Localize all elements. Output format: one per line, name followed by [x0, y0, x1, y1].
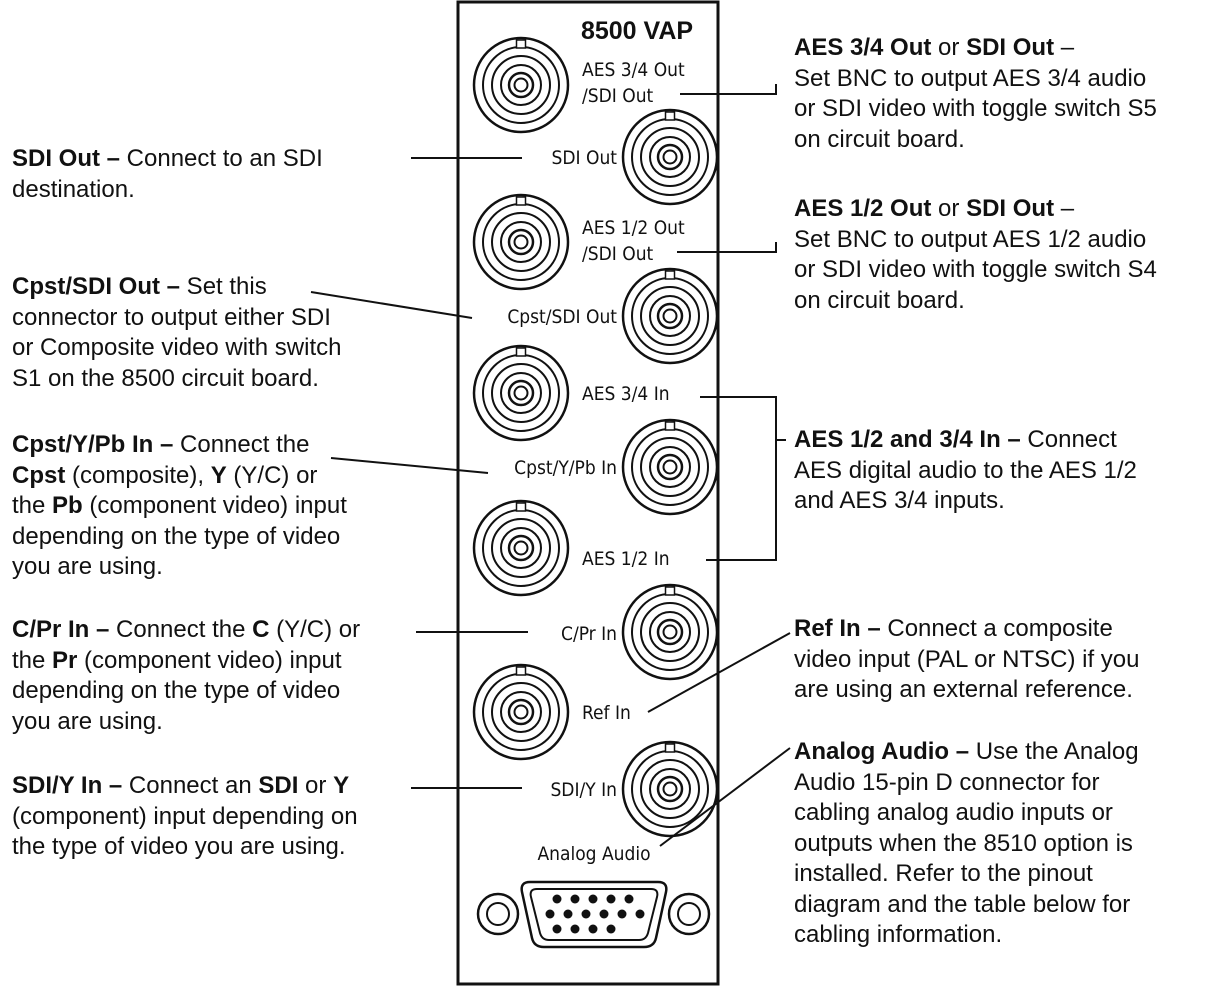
label-sdi-out: SDI Out [552, 147, 618, 169]
callout-analog-audio: Analog Audio – Use the Analog Audio 15-p… [794, 738, 1139, 948]
bnc-connector-aes34-out [472, 36, 570, 134]
bnc-connector-c-pr-in [621, 583, 719, 681]
label-aes34-out-line2: /SDI Out [582, 85, 654, 107]
analog-audio-d-connector [476, 880, 711, 949]
bnc-connector-aes12-in [472, 499, 570, 597]
callout-aes-in: AES 1/2 and 3/4 In – Connect AES digital… [794, 426, 1137, 514]
panel-outline [456, 0, 720, 986]
bnc-connector-aes34-in [472, 344, 570, 442]
leader-line-ref-in [647, 632, 791, 713]
bnc-connector-cpst-sdi-out [621, 267, 719, 365]
leader-line-aes34-out [680, 84, 777, 95]
leader-line-aes12-out [677, 242, 777, 253]
callout-c-pr-in: C/Pr In – Connect the C (Y/C) or the Pr … [12, 616, 361, 735]
panel-title: 8500 VAP [581, 17, 693, 45]
label-aes12-out-line1: AES 1/2 Out [582, 217, 685, 239]
callout-aes34-out: AES 3/4 Out or SDI Out – Set BNC to outp… [794, 34, 1157, 153]
label-aes12-out-line2: /SDI Out [582, 243, 654, 265]
callout-aes12-out: AES 1/2 Out or SDI Out – Set BNC to outp… [794, 195, 1157, 314]
label-analog-audio: Analog Audio [537, 843, 650, 865]
label-cpst-y-pb-in: Cpst/Y/Pb In [514, 457, 617, 479]
label-c-pr-in: C/Pr In [561, 623, 617, 645]
label-aes12-in: AES 1/2 In [582, 548, 670, 570]
leader-line-analog-audio [659, 747, 791, 847]
callout-cpst-sdi-out-heading: Cpst/SDI Out – [12, 273, 181, 300]
label-ref-in: Ref In [582, 702, 631, 724]
callout-sdi-out-heading: SDI Out – [12, 145, 121, 172]
callout-sdi-y-in: SDI/Y In – Connect an SDI or Y (componen… [12, 772, 358, 860]
callout-cpst-y-pb-in: Cpst/Y/Pb In – Connect the Cpst (composi… [12, 431, 347, 580]
callout-cpst-sdi-out: Cpst/SDI Out – Set this connector to out… [12, 273, 342, 392]
bnc-connector-ref-in [472, 663, 570, 761]
leader-line-cpst-sdi-out [310, 291, 473, 319]
bnc-connector-sdi-out [621, 108, 719, 206]
bnc-connector-sdi-y-in [621, 740, 719, 838]
bnc-connector-aes12-out [472, 193, 570, 291]
leader-line-cpst-y-pb-in [330, 457, 489, 474]
label-aes34-in: AES 3/4 In [582, 383, 670, 405]
aes-in-bracket [700, 396, 777, 561]
bnc-connector-cpst-y-pb-in [621, 418, 719, 516]
label-cpst-sdi-out: Cpst/SDI Out [507, 306, 617, 328]
callout-ref-in: Ref In – Connect a composite video input… [794, 615, 1140, 703]
label-aes34-out-line1: AES 3/4 Out [582, 59, 685, 81]
callout-sdi-out: SDI Out – Connect to an SDI destination. [12, 145, 323, 203]
label-sdi-y-in: SDI/Y In [550, 779, 617, 801]
